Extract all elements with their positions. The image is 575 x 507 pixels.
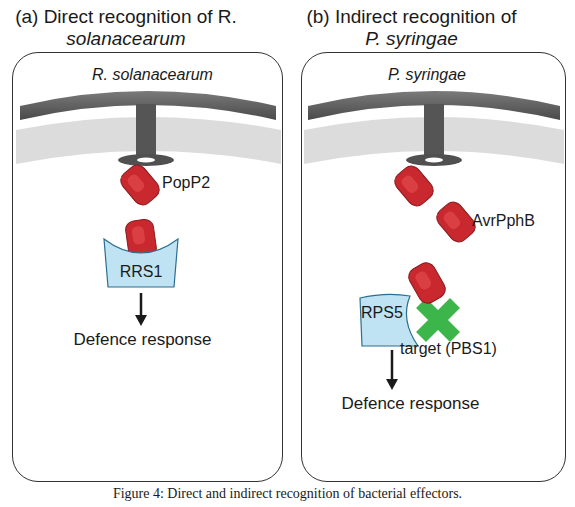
effector-protein — [391, 162, 437, 209]
effector-protein — [405, 260, 448, 307]
effector-node: AvrPphB — [436, 198, 536, 244]
signal-arrow — [140, 293, 143, 316]
receptor-node: RRS1 — [100, 225, 182, 291]
receptor-node: RPS5 — [356, 292, 422, 348]
effector-protein — [117, 161, 163, 208]
effector-node: PopP2 — [118, 160, 218, 210]
secretion-pore-hole — [425, 157, 443, 162]
node-label: RRS1 — [110, 263, 172, 281]
secretion-pore-hole — [137, 157, 155, 162]
node-label: PopP2 — [162, 174, 210, 192]
node-label: Defence response — [70, 330, 215, 350]
organism-label: P. syringae — [388, 66, 466, 84]
response-node: Defence response — [338, 392, 483, 416]
panel-heading: (a) Direct recognition of R. solanacearu… — [10, 6, 242, 50]
secretion-system — [424, 104, 444, 160]
organism-label: R. solanacearum — [92, 66, 213, 84]
node-label: target (PBS1) — [400, 340, 497, 358]
node-shape — [100, 225, 182, 291]
receptor-shape — [360, 294, 418, 346]
signal-arrow — [391, 350, 394, 380]
arrow-head — [135, 315, 147, 326]
panel-heading: (b) Indirect recognition of P. syringae — [304, 6, 519, 50]
node-label: Defence response — [338, 394, 483, 414]
node-label: RPS5 — [361, 304, 403, 322]
secretion-pore — [406, 154, 462, 166]
receptor-shape — [104, 239, 178, 287]
arrow-head — [386, 379, 398, 390]
secretion-pore — [118, 154, 174, 166]
target-node: target (PBS1) — [398, 262, 498, 360]
secretion-system — [136, 104, 156, 160]
response-node: Defence response — [70, 328, 215, 352]
figure-caption: Figure 4: Direct and indirect recognitio… — [0, 486, 575, 502]
node-label: AvrPphB — [472, 212, 535, 230]
